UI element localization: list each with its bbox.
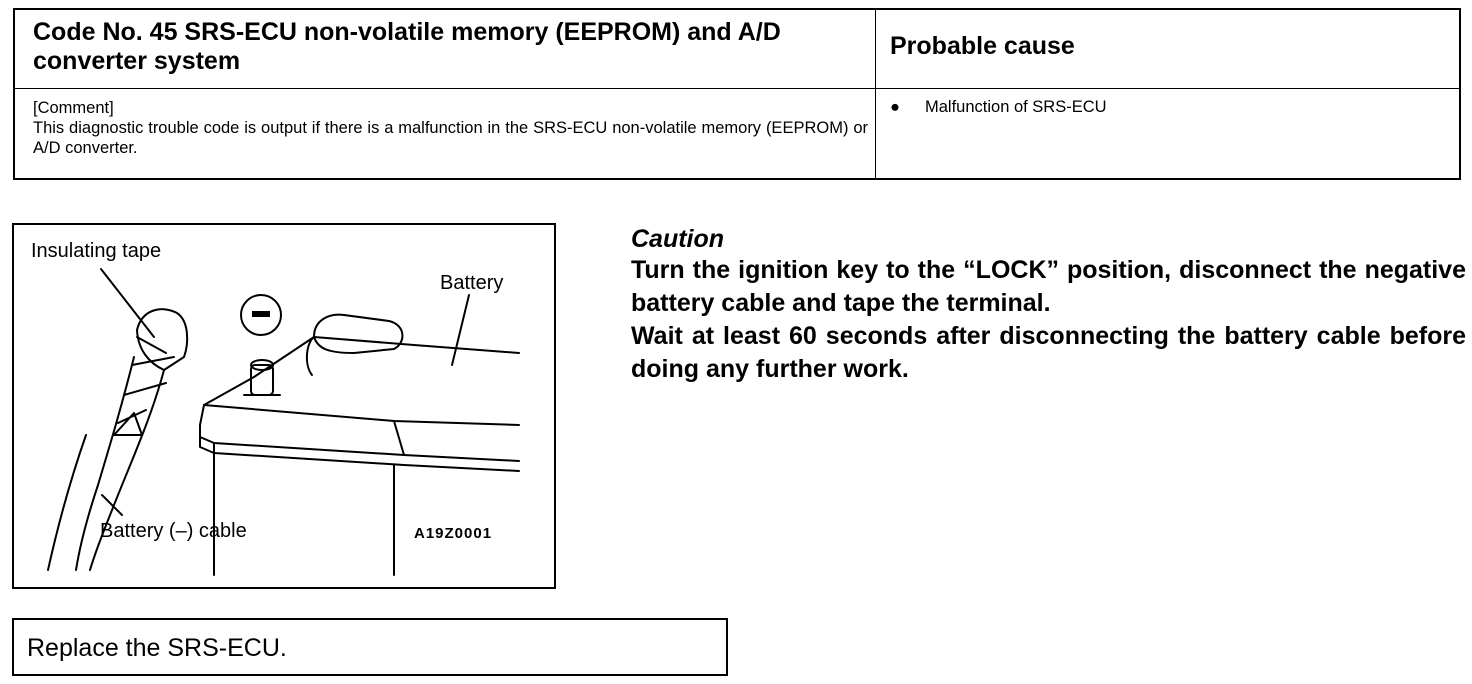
action-box: Replace the SRS-ECU.: [12, 618, 728, 676]
battery-drawing: [47, 268, 520, 576]
dtc-table: Code No. 45 SRS-ECU non-volatile memory …: [13, 8, 1461, 180]
table-column-divider: [875, 10, 876, 178]
probable-cause-header: Probable cause: [890, 32, 1075, 60]
label-battery-cable: Battery (–) cable: [100, 520, 247, 542]
label-battery: Battery: [440, 272, 504, 294]
caution-title: Caution: [631, 225, 725, 253]
table-row-divider: [15, 88, 1459, 89]
label-insulating-tape: Insulating tape: [31, 240, 162, 262]
comment-text: This diagnostic trouble code is output i…: [33, 119, 868, 157]
caution-line: Wait at least 60 seconds after disconnec…: [631, 322, 1466, 383]
caution-section: Caution Turn the ignition key to the “LO…: [631, 224, 1466, 386]
cause-list-item: ● Malfunction of SRS-ECU: [890, 98, 1107, 117]
caution-body: Turn the ignition key to the “LOCK” posi…: [631, 254, 1466, 386]
code-title: Code No. 45 SRS-ECU non-volatile memory …: [33, 18, 781, 75]
cause-item-text: Malfunction of SRS-ECU: [925, 98, 1107, 116]
caution-line: Turn the ignition key to the “LOCK” posi…: [631, 256, 1466, 317]
bullet-icon: ●: [890, 98, 900, 116]
comment-label: [Comment]: [33, 99, 114, 117]
figure-code: A19Z0001: [414, 525, 493, 542]
comment-block: [Comment] This diagnostic trouble code i…: [33, 98, 868, 158]
battery-illustration: Insulating tape Battery Battery (–) cabl…: [12, 223, 556, 589]
